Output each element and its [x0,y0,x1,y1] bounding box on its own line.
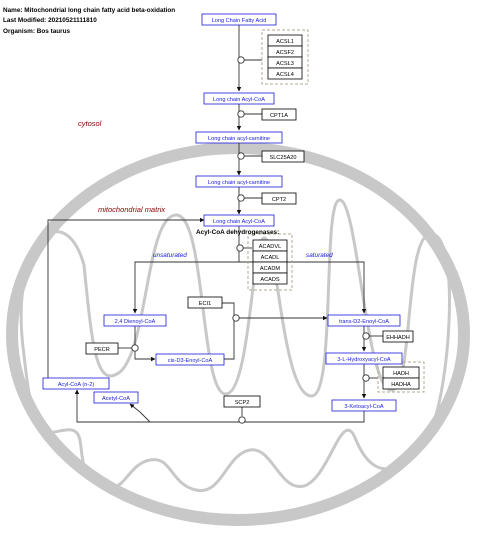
svg-text:ACSF2: ACSF2 [276,50,294,56]
gene-acsl1[interactable]: ACSL1 [267,34,303,47]
gene-acadm[interactable]: ACADM [252,261,288,274]
svg-text:HADHA: HADHA [391,382,411,388]
svg-text:Long chain Acyl-CoA: Long chain Acyl-CoA [213,219,265,225]
dehydrogenases-label: Acyl-CoA dehydrogenases: [196,229,279,236]
anchor-hadh [362,374,370,382]
gene-eci1[interactable]: ECI1 [187,296,223,309]
edge-to-dienoyl [132,261,239,314]
gene-slc25a20[interactable]: SLC25A20 [261,150,305,163]
svg-text:CPT1A: CPT1A [270,113,288,119]
svg-text:HADH: HADH [393,371,409,377]
svg-text:3-Ketoacyl-CoA: 3-Ketoacyl-CoA [344,404,383,410]
metabolite-dienoyl-coa[interactable]: 2,4 Dienoyl-CoA [103,314,167,327]
svg-text:trans-D2-Enoyl-CoA: trans-D2-Enoyl-CoA [339,319,389,325]
svg-text:2,4 Dienoyl-CoA: 2,4 Dienoyl-CoA [115,319,156,325]
anchor-slc25a20 [237,152,245,160]
svg-text:SLC25A20: SLC25A20 [269,155,296,161]
organism: Organism: Bos taurus [3,28,71,35]
link-eci1 [222,302,235,316]
gene-pecr[interactable]: PECR [85,342,119,355]
gene-ehhadh[interactable]: EHHADH [382,330,414,343]
svg-text:Long chain Acyl-CoA: Long chain Acyl-CoA [213,97,265,103]
edge-recycle [47,217,205,378]
metabolite-long-chain-acyl-coa-matrix[interactable]: Long chain Acyl-CoA [203,214,275,227]
svg-text:ACADL: ACADL [261,255,280,261]
svg-text:ACSL1: ACSL1 [276,39,294,45]
metabolite-long-chain-acyl-carnitine-matrix[interactable]: Long chain acyl-carnitine [195,175,283,188]
last-modified: Last Modified: 20210521111810 [3,17,97,24]
acsl-group [261,29,309,85]
anchor-cpt2 [237,194,245,202]
svg-text:3-L-Hydroxyacyl-CoA: 3-L-Hydroxyacyl-CoA [337,357,390,363]
svg-text:SCP2: SCP2 [235,400,250,406]
matrix-label: mitochondrial matrix [98,205,165,214]
gene-cpt2[interactable]: CPT2 [261,192,297,205]
pathway-name: Name: Mitochondrial long chain fatty aci… [3,7,176,14]
saturated-label: saturated [306,252,333,259]
gene-acads[interactable]: ACADS [252,272,288,285]
metabolite-long-chain-acyl-carnitine-cytosol[interactable]: Long chain acyl-carnitine [195,131,283,144]
anchor-acad [236,244,244,252]
svg-text:PECR: PECR [94,347,110,353]
anchor-acsl [237,56,245,64]
gene-hadh[interactable]: HADH [382,366,420,379]
anchor-ehhadh [362,332,370,340]
edge-dienoyl-cis [134,326,156,362]
inner-membrane [19,198,451,492]
anchor-pecr [131,344,139,352]
metabolite-trans-enoyl-coa[interactable]: trans-D2-Enoyl-CoA [327,314,401,327]
edge-cis-trans [224,315,328,360]
acad-group [247,233,293,291]
metabolite-long-chain-acyl-coa-cytosol[interactable]: Long chain Acyl-CoA [203,92,275,105]
svg-text:ACSL3: ACSL3 [276,61,294,67]
metabolite-hydroxyacyl-coa[interactable]: 3-L-Hydroxyacyl-CoA [325,352,403,365]
anchor-eci1 [232,314,240,322]
gene-acsf2[interactable]: ACSF2 [267,45,303,58]
gene-hadha[interactable]: HADHA [382,377,420,390]
svg-text:ACADVL: ACADVL [259,244,281,250]
svg-text:ECI1: ECI1 [199,301,211,307]
metabolite-lcfa[interactable]: Long Chain Fatty Acid [201,13,277,26]
metabolite-ketoacyl-coa[interactable]: 3-Ketoacyl-CoA [331,399,397,412]
svg-text:Long Chain Fatty Acid: Long Chain Fatty Acid [212,18,267,24]
svg-text:cis-D3-Enoyl-CoA: cis-D3-Enoyl-CoA [168,358,213,364]
svg-text:ACADM: ACADM [260,266,281,272]
gene-scp2[interactable]: SCP2 [223,395,261,408]
anchor-scp2 [238,416,246,424]
gene-acadvl[interactable]: ACADVL [252,239,288,252]
svg-text:Acyl-CoA (n-2): Acyl-CoA (n-2) [58,382,95,388]
edge-keto-acetylcoa [129,403,151,423]
unsaturated-label: unsaturated [153,252,187,259]
svg-text:Long chain acyl-carnitine: Long chain acyl-carnitine [208,180,270,186]
svg-text:ACADS: ACADS [260,277,280,283]
outer-membrane [6,142,470,526]
metabolite-acetyl-coa[interactable]: Acetyl-CoA [93,391,139,404]
metabolite-acyl-coa-n2[interactable]: Acyl-CoA (n-2) [42,377,110,390]
gene-acadl[interactable]: ACADL [252,250,288,263]
svg-text:EHHADH: EHHADH [386,335,410,341]
edge-keto-acylcoa-n2 [74,389,365,423]
svg-text:Long chain acyl-carnitine: Long chain acyl-carnitine [208,136,270,142]
cytosol-label: cytosol [78,119,102,128]
anchor-cpt1a [237,110,245,118]
gene-cpt1a[interactable]: CPT1A [261,108,297,121]
svg-text:ACSL4: ACSL4 [276,72,294,78]
svg-text:CPT2: CPT2 [272,197,286,203]
gene-acsl4[interactable]: ACSL4 [267,67,303,80]
metabolite-cis-enoyl-coa[interactable]: cis-D3-Enoyl-CoA [155,353,225,366]
svg-text:Acetyl-CoA: Acetyl-CoA [102,396,130,402]
gene-acsl3[interactable]: ACSL3 [267,56,303,69]
